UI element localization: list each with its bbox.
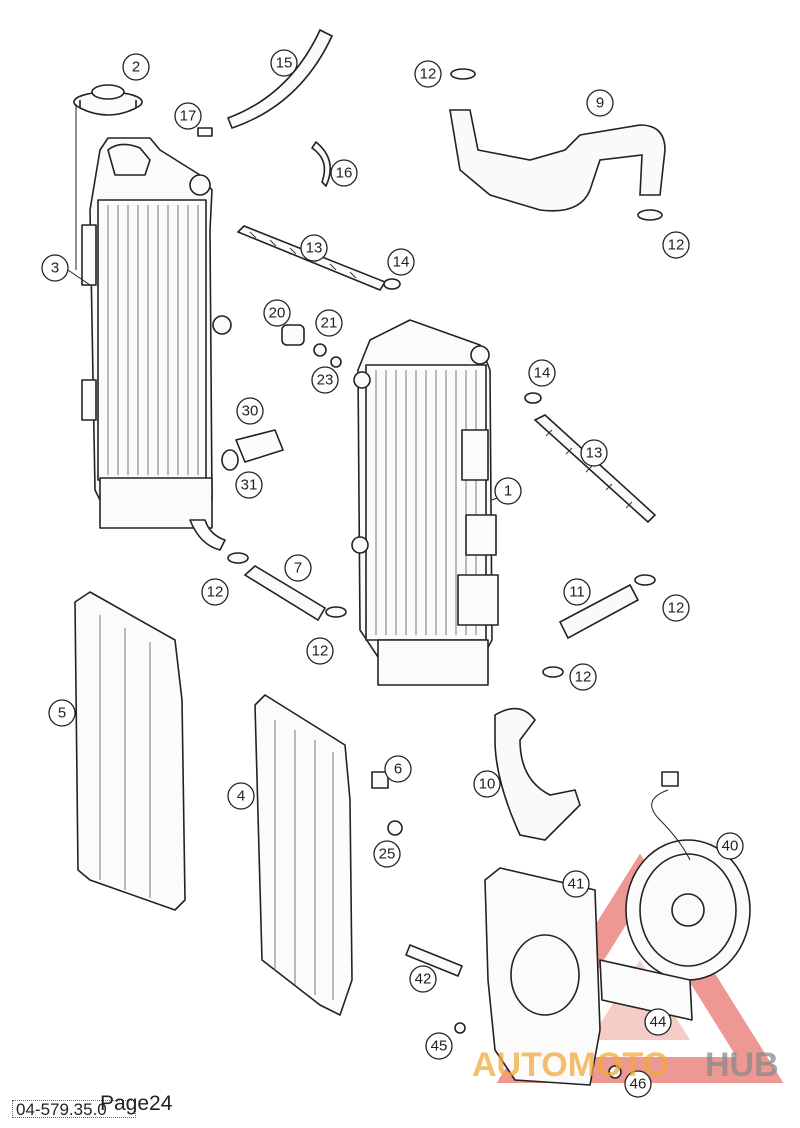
callout-7: 7 (284, 554, 312, 582)
overflow-hose-13-lower (533, 414, 657, 524)
callout-12: 12 (414, 60, 442, 88)
callout-3: 3 (41, 254, 69, 282)
hose-15 (226, 28, 334, 130)
callout-12: 12 (569, 663, 597, 691)
svg-text:AUTOMOTO: AUTOMOTO (472, 1046, 669, 1084)
svg-text:25: 25 (379, 846, 396, 863)
svg-text:23: 23 (317, 372, 334, 389)
svg-text:7: 7 (294, 560, 302, 577)
left-radiator (81, 137, 232, 551)
svg-text:30: 30 (242, 403, 259, 420)
callout-30: 30 (236, 397, 264, 425)
svg-text:12: 12 (207, 584, 224, 601)
svg-text:13: 13 (306, 240, 323, 257)
svg-text:6: 6 (394, 761, 402, 778)
svg-text:31: 31 (241, 477, 258, 494)
left-radiator-shroud (74, 591, 186, 911)
callout-20: 20 (263, 299, 291, 327)
callout-25: 25 (373, 840, 401, 868)
callout-40: 40 (716, 832, 744, 860)
svg-text:46: 46 (630, 1076, 647, 1093)
svg-text:12: 12 (312, 643, 329, 660)
right-radiator (351, 319, 499, 686)
callout-11: 11 (563, 578, 591, 606)
callout-10: 10 (473, 770, 501, 798)
svg-text:12: 12 (668, 600, 685, 617)
svg-text:14: 14 (393, 254, 410, 271)
hose-11 (558, 583, 640, 640)
hose-7 (243, 565, 327, 622)
callout-12: 12 (662, 231, 690, 259)
svg-text:3: 3 (51, 260, 59, 277)
svg-text:12: 12 (668, 237, 685, 254)
fan-bracket (484, 867, 601, 1086)
hose-9 (449, 109, 666, 212)
right-radiator-shroud (254, 694, 353, 1016)
svg-text:40: 40 (722, 838, 739, 855)
hose-10 (494, 707, 581, 841)
svg-text:12: 12 (575, 669, 592, 686)
svg-text:13: 13 (586, 445, 603, 462)
callout-23: 23 (311, 366, 339, 394)
radiator-cap (73, 84, 143, 116)
hose-clamp (227, 68, 663, 678)
svg-text:2: 2 (132, 59, 140, 76)
svg-text:11: 11 (569, 584, 585, 601)
callout-45: 45 (425, 1032, 453, 1060)
svg-text:1: 1 (504, 483, 512, 500)
callout-12: 12 (662, 594, 690, 622)
callout-15: 15 (270, 49, 298, 77)
clip-16 (311, 141, 332, 187)
callout-13: 13 (580, 439, 608, 467)
callout-46: 46 (624, 1070, 652, 1098)
svg-text:9: 9 (596, 95, 604, 112)
svg-text:42: 42 (415, 971, 432, 988)
svg-text:HUB: HUB (705, 1046, 779, 1084)
small-hardware (197, 127, 622, 1079)
callout-14: 14 (387, 248, 415, 276)
svg-text:12: 12 (420, 66, 437, 83)
callout-21: 21 (315, 309, 343, 337)
callout-44: 44 (644, 1008, 672, 1036)
svg-text:4: 4 (237, 788, 245, 805)
callout-16: 16 (330, 159, 358, 187)
svg-text:20: 20 (269, 305, 286, 322)
callout-12: 12 (306, 637, 334, 665)
svg-text:10: 10 (479, 776, 496, 793)
page-number: Page24 (100, 1092, 173, 1115)
callout-9: 9 (586, 89, 614, 117)
fan-cover-plate (599, 959, 693, 1021)
callout-2: 2 (122, 53, 150, 81)
watermark: AUTOMOTO HUB (472, 1046, 779, 1084)
diagram-code: 04-579.35.0 (12, 1100, 136, 1118)
callout-12: 12 (201, 578, 229, 606)
callout-42: 42 (409, 965, 437, 993)
callout-14: 14 (528, 359, 556, 387)
svg-text:17: 17 (180, 108, 197, 125)
callout-13: 13 (300, 234, 328, 262)
svg-text:16: 16 (336, 165, 353, 182)
svg-text:44: 44 (650, 1014, 667, 1031)
callout-41: 41 (562, 870, 590, 898)
callout-1: 1 (494, 477, 522, 505)
callout-5: 5 (48, 699, 76, 727)
svg-text:21: 21 (321, 315, 338, 332)
callout-31: 31 (235, 471, 263, 499)
callout-6: 6 (384, 755, 412, 783)
svg-text:15: 15 (276, 55, 293, 72)
svg-text:14: 14 (534, 365, 551, 382)
callout-17: 17 (174, 102, 202, 130)
callout-4: 4 (227, 782, 255, 810)
svg-text:5: 5 (58, 705, 66, 722)
cooling-fan (625, 771, 751, 981)
svg-text:41: 41 (568, 876, 585, 893)
svg-text:45: 45 (431, 1038, 448, 1055)
